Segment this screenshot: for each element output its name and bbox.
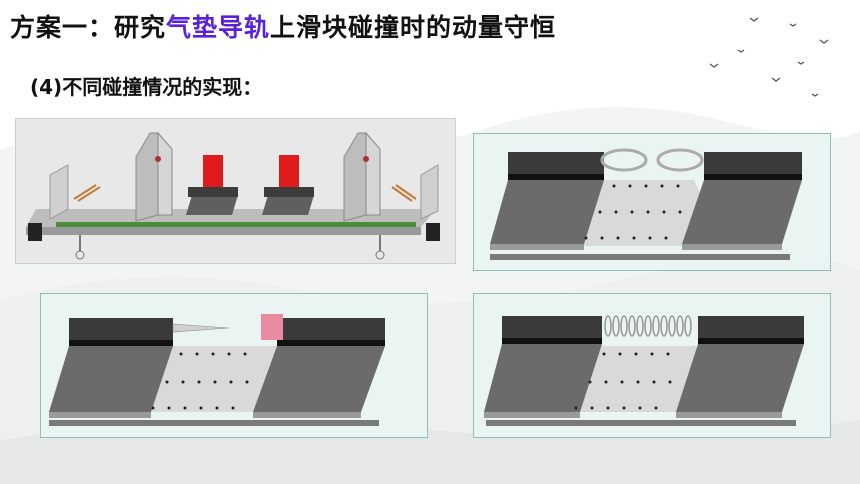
title-highlight: 气垫导轨 [166, 13, 271, 42]
title-part-1: 方案一：研究 [10, 13, 167, 42]
inelastic-needle-collision-image [40, 293, 428, 438]
spring-collision-image [473, 293, 831, 438]
elastic-ring-collision-image [473, 133, 831, 271]
birds-decoration [709, 17, 829, 97]
slide-title: 方案一：研究气垫导轨上滑块碰撞时的动量守恒 [10, 8, 556, 48]
air-track-setup-image [15, 118, 456, 264]
slide-subtitle: (4)不同碰撞情况的实现： [30, 75, 263, 99]
title-part-2: 上滑块碰撞时的动量守恒 [270, 13, 557, 42]
